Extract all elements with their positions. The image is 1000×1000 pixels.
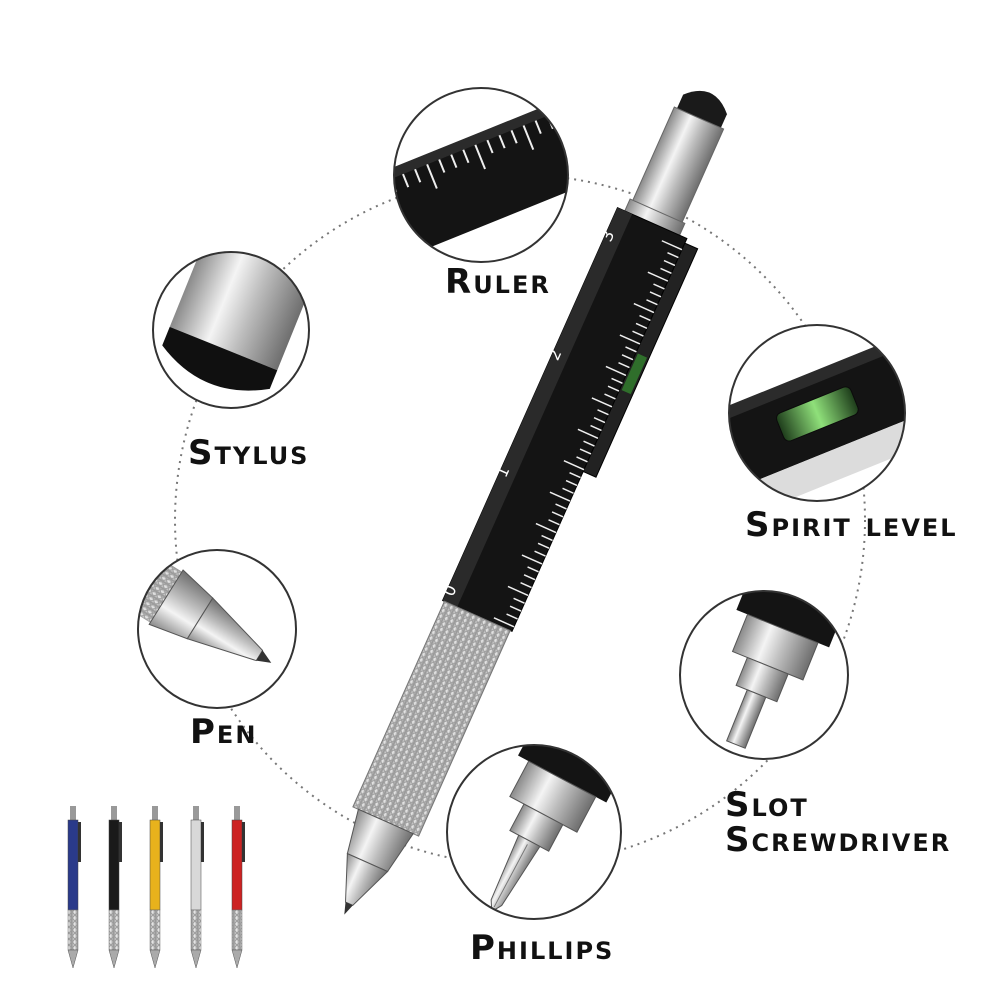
label-phillips: Phillips: [470, 928, 615, 968]
variant-pen: [108, 806, 122, 969]
label-screwdriver: Screwdriver: [725, 820, 952, 860]
pen-color-variants: [67, 806, 245, 969]
label-ruler: Ruler: [445, 262, 551, 302]
stylus-detail-circle: [152, 251, 310, 409]
slot-screwdriver-detail-circle: [679, 590, 849, 760]
pen-detail-circle: [137, 549, 297, 709]
main-pen: 0 1 2 3: [344, 90, 727, 915]
variant-pen: [67, 806, 81, 969]
variant-pen: [149, 806, 163, 969]
stylus-rubber-tip: [677, 90, 727, 128]
label-stylus: Stylus: [188, 433, 310, 473]
label-slot: Slot: [725, 785, 809, 825]
variant-pen: [190, 806, 204, 969]
spirit-level-detail-circle: [728, 324, 906, 502]
label-pen: Pen: [190, 712, 258, 752]
label-spirit-level: Spirit Level: [745, 505, 958, 545]
variant-pen: [231, 806, 245, 969]
ruler-scale: [493, 240, 683, 628]
phillips-detail-circle: [446, 744, 622, 920]
